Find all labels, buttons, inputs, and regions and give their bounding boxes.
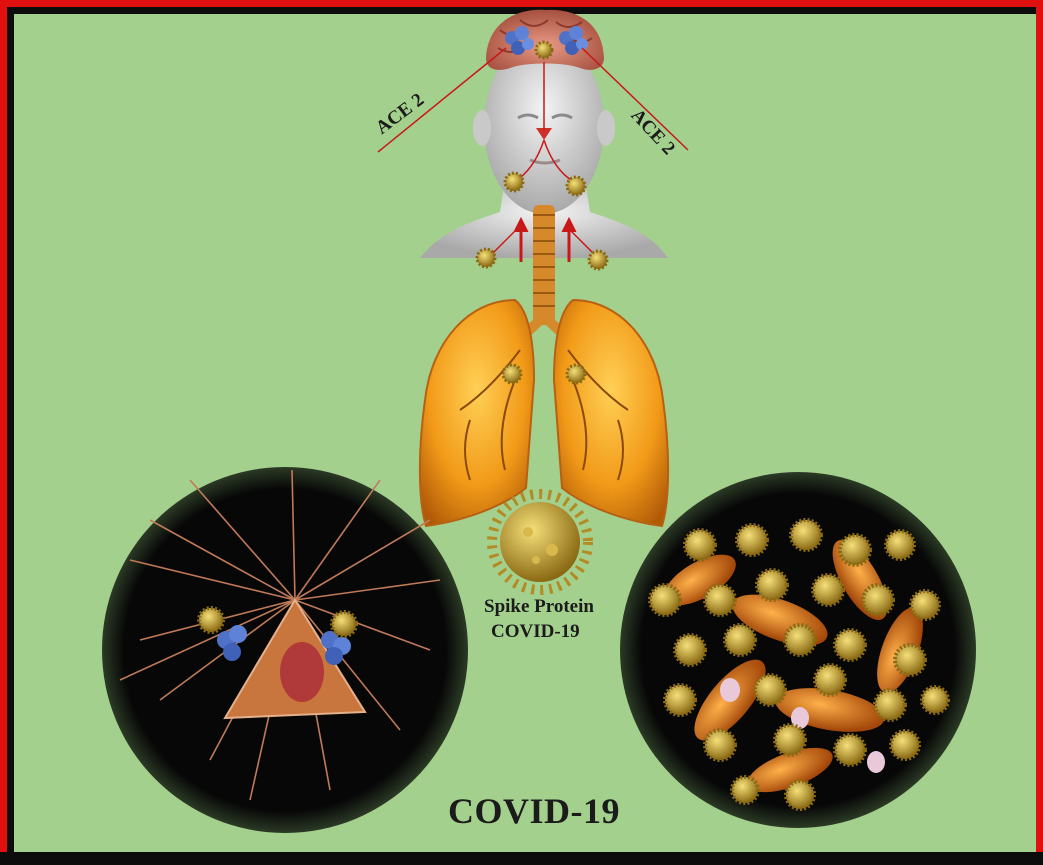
virus-particle-icon (505, 173, 523, 191)
neuron-inset (102, 467, 468, 833)
lungs-illustration (420, 300, 668, 526)
figure-title: COVID-19 (448, 790, 620, 832)
bottom-strip (0, 852, 1043, 865)
virus-particle-icon (567, 177, 585, 195)
spike-protein-virus-icon (492, 494, 588, 590)
spike-protein-sublabel: COVID-19 (491, 621, 580, 643)
virus-particle-icon (589, 251, 607, 269)
virus-particle-icon (567, 365, 585, 383)
virus-particle-icon (503, 365, 521, 383)
virus-particle-icon (477, 249, 495, 267)
virus-particle-icon (536, 42, 552, 58)
virus-particle-icon (332, 612, 356, 636)
virus-particle-icon (199, 608, 223, 632)
spike-protein-label: Spike Protein (484, 596, 594, 618)
